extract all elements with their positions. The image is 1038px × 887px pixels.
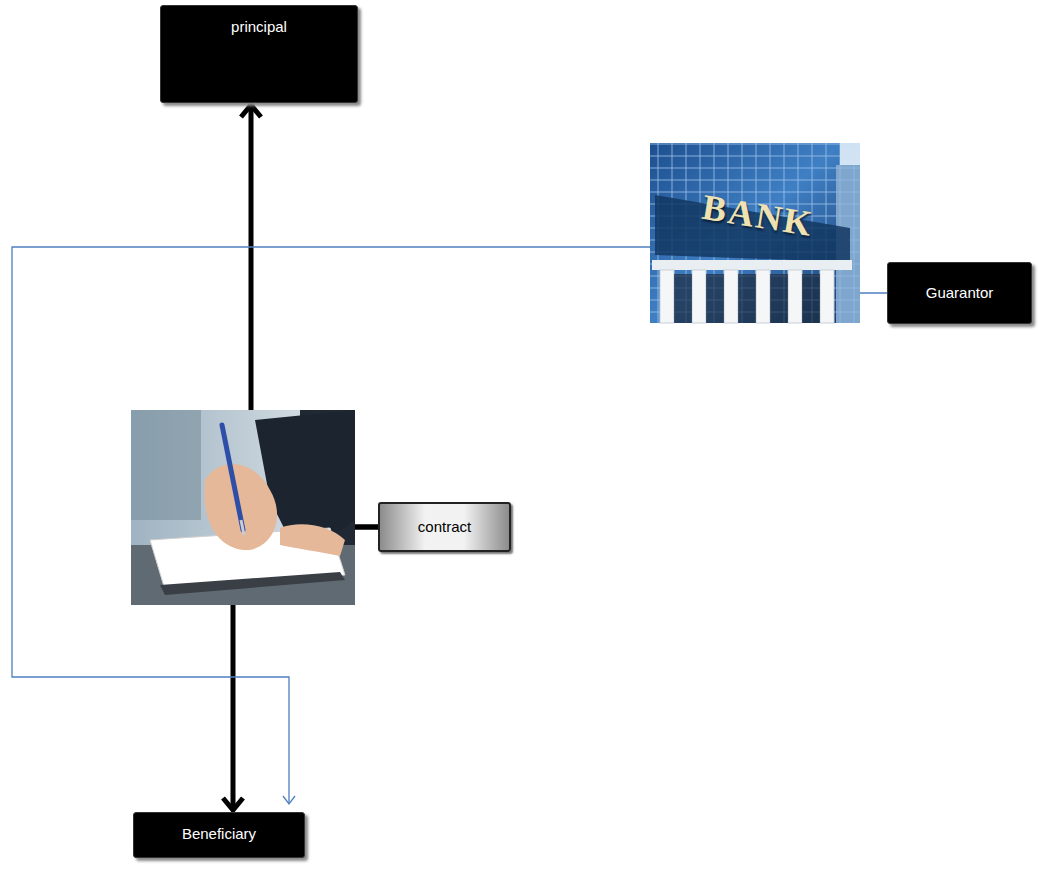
node-label: Guarantor [926, 284, 994, 302]
contract-photo [131, 410, 355, 605]
bank-illustration [650, 143, 860, 323]
node-label: Beneficiary [182, 825, 256, 843]
connector-arrow [12, 247, 887, 804]
node-label: contract [418, 518, 471, 536]
party-box: principal [160, 5, 358, 103]
party-box: Beneficiary [133, 812, 305, 858]
node-label: principal [231, 18, 287, 36]
party-box: Guarantor [887, 262, 1032, 324]
contract-box: contract [378, 502, 511, 552]
